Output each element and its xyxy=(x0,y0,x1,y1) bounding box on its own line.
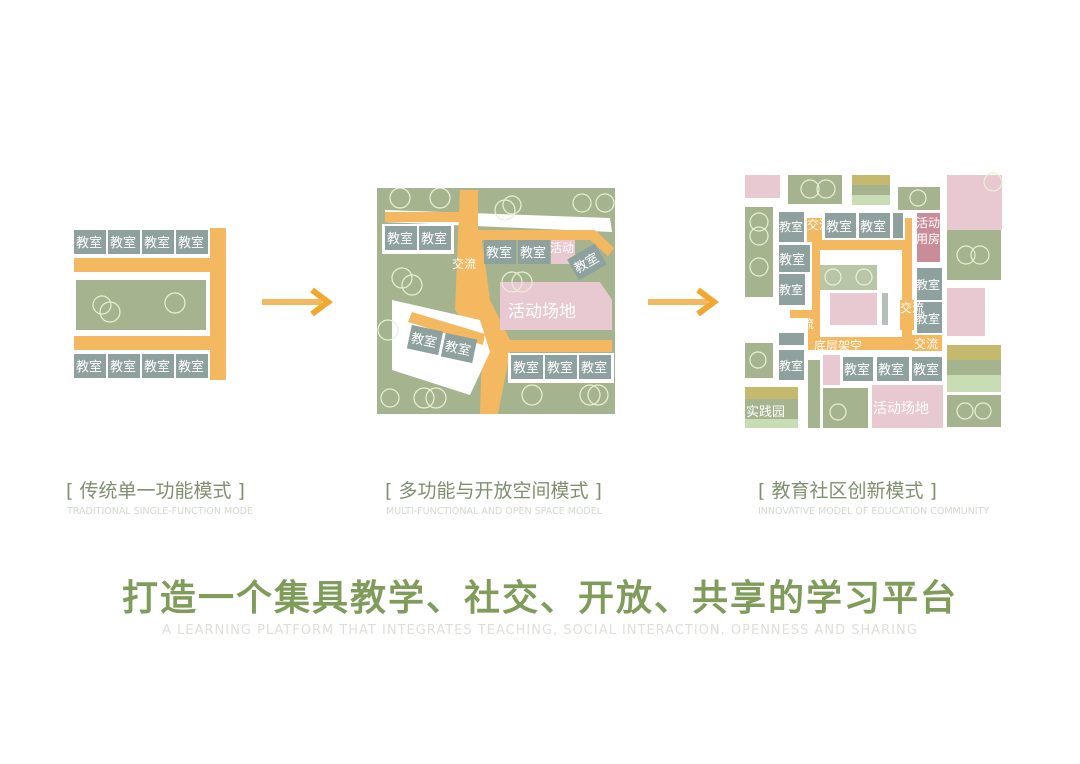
classroom-label: 教室 xyxy=(513,360,539,376)
exchange-label: 交流 xyxy=(790,316,814,331)
classroom-label: 教室 xyxy=(144,235,170,251)
classroom-label: 教室 xyxy=(387,231,413,247)
classroom-label: 教室 xyxy=(547,360,573,376)
classroom-label: 教室 xyxy=(581,360,607,376)
classroom-label: 教室 xyxy=(878,362,904,378)
education-community-diagram: 教室 交流 教室 教室 活动用房 教室 教室 教室 教室 交流 交流 底层架空 … xyxy=(745,172,1003,428)
classroom-label: 教室 xyxy=(916,311,940,326)
model-title: [ 传统单一功能模式 ] xyxy=(66,480,245,502)
classroom-label: 教室 xyxy=(520,245,546,261)
classroom-label: 教室 xyxy=(409,330,438,351)
classroom-label: 教室 xyxy=(779,219,803,234)
multifunctional-model-diagram: 教室 教室 教室 教室 活动 教室 交流 活动场地 教室 教室 教室 教室 教室 xyxy=(377,187,615,414)
classroom-label: 教室 xyxy=(916,277,940,292)
model-title: [ 教育社区创新模式 ] xyxy=(758,480,937,502)
classroom-label: 教室 xyxy=(779,252,805,268)
exchange-label: 交流 xyxy=(914,336,938,351)
practice-garden-label: 实践园 xyxy=(746,405,785,420)
classroom-label: 教室 xyxy=(844,362,870,378)
headline-english: A LEARNING PLATFORM THAT INTEGRATES TEAC… xyxy=(162,623,918,638)
classroom-label: 教室 xyxy=(144,359,170,375)
elevated-ground-label: 底层架空 xyxy=(814,338,862,353)
classroom-label: 教室 xyxy=(779,358,803,373)
classroom-label: 教室 xyxy=(779,282,803,297)
classroom-label: 教室 xyxy=(110,235,136,251)
exchange-label: 交流 xyxy=(900,300,924,315)
classroom-label: 教室 xyxy=(860,219,886,235)
activity-field-label: 活动场地 xyxy=(508,302,576,322)
activity-label: 活动 xyxy=(550,241,574,255)
classroom-label: 教室 xyxy=(76,235,102,251)
classroom-label: 教室 xyxy=(178,235,204,251)
exchange-label: 交流 xyxy=(452,256,476,271)
classroom-label: 教室 xyxy=(76,359,102,375)
model-caption-1: [ 传统单一功能模式 ] TRADITIONAL SINGLE-FUNCTION… xyxy=(66,480,253,517)
classroom-label: 教室 xyxy=(826,219,852,235)
classroom-label: 教室 xyxy=(913,362,939,378)
arrow-icon xyxy=(262,287,333,317)
classroom-label: 教室 xyxy=(110,359,136,375)
model-subtitle: TRADITIONAL SINGLE-FUNCTION MODE xyxy=(66,506,253,517)
headline: 打造一个集具教学、社交、开放、共享的学习平台 xyxy=(122,577,958,619)
traditional-model-diagram: 教室 教室 教室 教室 教室 教室 教室 教室 xyxy=(74,228,226,380)
classroom-row-top: 教室 教室 教室 教室 xyxy=(74,230,208,254)
model-title: [ 多功能与开放空间模式 ] xyxy=(385,480,602,502)
model-caption-2: [ 多功能与开放空间模式 ] MULTI-FUNCTIONAL AND OPEN… xyxy=(385,480,603,517)
activity-field-label: 活动场地 xyxy=(873,401,929,417)
classroom-label: 教室 xyxy=(421,231,447,247)
model-caption-3: [ 教育社区创新模式 ] INNOVATIVE MODEL OF EDUCATI… xyxy=(758,480,989,517)
classroom-row-bottom: 教室 教室 教室 教室 xyxy=(74,354,208,378)
model-subtitle: MULTI-FUNCTIONAL AND OPEN SPACE MODEL xyxy=(386,506,603,517)
classroom-label: 教室 xyxy=(178,359,204,375)
arrow-icon xyxy=(648,287,719,317)
classroom-label: 教室 xyxy=(486,245,512,261)
activity-room-label: 活动用房 xyxy=(916,216,941,246)
model-subtitle: INNOVATIVE MODEL OF EDUCATION COMMUNITY xyxy=(758,506,989,517)
classroom-label: 教室 xyxy=(443,338,472,359)
